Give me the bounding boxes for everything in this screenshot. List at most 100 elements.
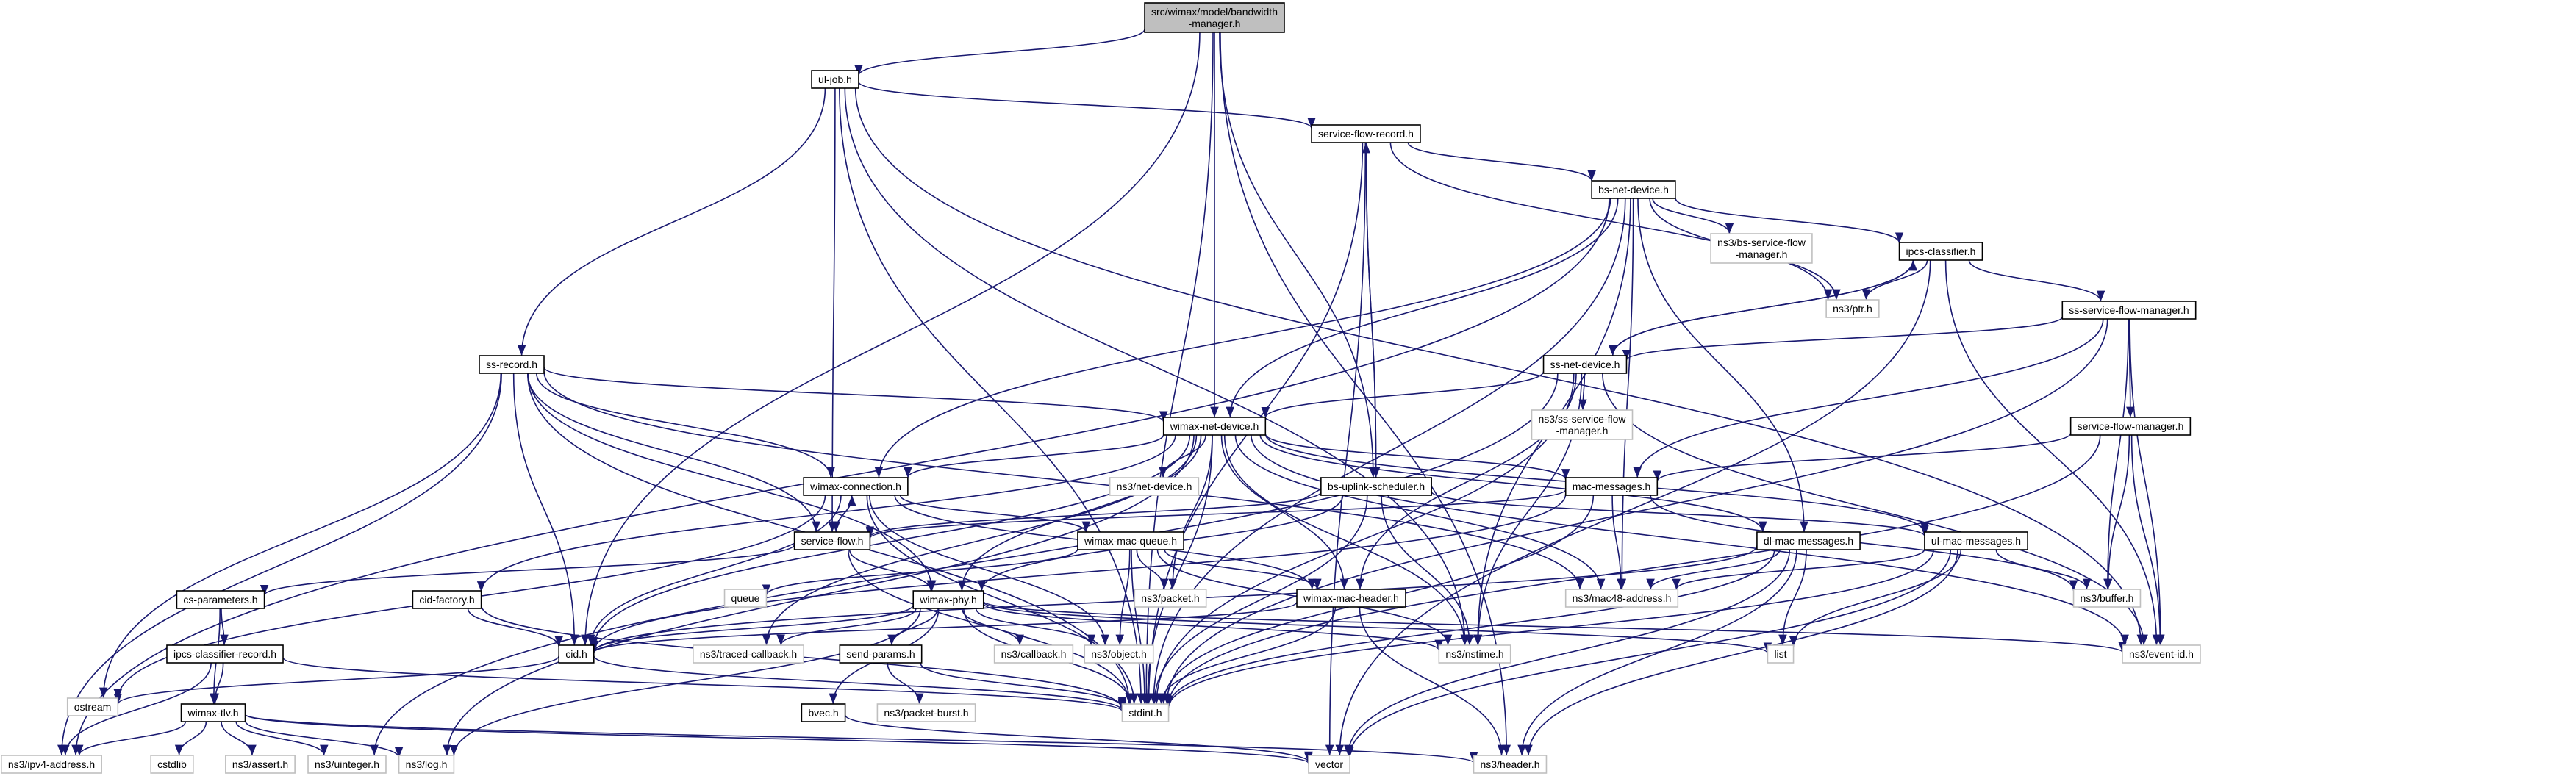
node-label: mac-messages.h bbox=[1573, 481, 1651, 492]
node-bsulsched[interactable]: bs-uplink-scheduler.h bbox=[1320, 477, 1432, 496]
node-ssrecord[interactable]: ss-record.h bbox=[479, 355, 545, 374]
node-label: ns3/header.h bbox=[1481, 758, 1540, 770]
node-box bbox=[811, 70, 859, 89]
node-root[interactable]: src/wimax/model/bandwidth-manager.h bbox=[1144, 2, 1285, 33]
node-label: wimax-net-device.h bbox=[1170, 420, 1259, 432]
node-wimaxtlv[interactable]: wimax-tlv.h bbox=[180, 703, 246, 722]
edge-ssrecord-to-serviceflow bbox=[527, 373, 820, 533]
edge-wimaxmacq-to-packet bbox=[1136, 549, 1169, 590]
node-box bbox=[1564, 589, 1679, 608]
node-label: queue bbox=[731, 592, 760, 604]
node-label: ns3/buffer.h bbox=[2081, 592, 2134, 604]
node-ssnetdev[interactable]: ss-net-device.h bbox=[1542, 355, 1628, 374]
node-ipcsclsrec[interactable]: ipcs-classifier-record.h bbox=[166, 644, 284, 664]
node-box bbox=[993, 644, 1074, 664]
node-sendparams[interactable]: send-params.h bbox=[839, 644, 923, 664]
edge-dlmac-to-header bbox=[1517, 549, 1797, 756]
node-label: vector bbox=[1315, 758, 1343, 770]
edge-ssnetdev-to-eventid bbox=[1602, 373, 2148, 646]
node-box bbox=[876, 703, 976, 722]
edge-wimaxconn-to-stdint bbox=[866, 495, 1139, 705]
edge-wimaxnetdev-to-traced bbox=[762, 434, 1198, 646]
edge-cid-to-ostream bbox=[113, 655, 560, 705]
node-box bbox=[1134, 589, 1207, 608]
node-wimaxmachdr[interactable]: wimax-mac-header.h bbox=[1296, 589, 1406, 608]
edge-root-to-uljob bbox=[854, 29, 1145, 76]
edge-wimaxmacq-to-wimaxmachdr bbox=[1164, 549, 1322, 590]
node-macmsg[interactable]: mac-messages.h bbox=[1564, 477, 1659, 496]
node-sfm[interactable]: service-flow-manager.h bbox=[2069, 417, 2192, 436]
node-box bbox=[693, 644, 804, 664]
node-box bbox=[1924, 531, 2028, 550]
node-box bbox=[1084, 644, 1154, 664]
node-sfrecord[interactable]: service-flow-record.h bbox=[1311, 124, 1421, 143]
node-label: ns3/ipv4-address.h bbox=[8, 758, 95, 770]
edge-wimaxnetdev-to-mac48 bbox=[1234, 434, 1606, 590]
node-box bbox=[912, 590, 984, 609]
node-label: cstdlib bbox=[157, 758, 187, 770]
node-label: ns3/event-id.h bbox=[2129, 648, 2194, 660]
node-assert: ns3/assert.h bbox=[225, 755, 296, 774]
node-csparams[interactable]: cs-parameters.h bbox=[176, 590, 265, 609]
node-label: ns3/log.h bbox=[406, 758, 448, 770]
edge-serviceflow-to-wimaxphy bbox=[848, 549, 936, 592]
node-label: cid-factory.h bbox=[419, 594, 474, 606]
node-label: dl-mac-messages.h bbox=[1764, 535, 1853, 547]
edge-wimaxtlv-to-assert bbox=[221, 721, 257, 756]
edge-sendparams-to-stdint bbox=[920, 662, 1127, 708]
node-cidfactory[interactable]: cid-factory.h bbox=[412, 590, 482, 609]
edge-serviceflow-to-stdint bbox=[848, 549, 1134, 705]
node-label: wimax-connection.h bbox=[809, 481, 901, 492]
node-label: wimax-mac-queue.h bbox=[1084, 535, 1177, 547]
node-label: ns3/ptr.h bbox=[1833, 303, 1872, 315]
node-bsnetdev[interactable]: bs-net-device.h bbox=[1591, 180, 1676, 199]
node-box bbox=[2061, 301, 2197, 320]
edge-macmsg-to-cid bbox=[590, 494, 1567, 652]
edge-sssfm-to-buffer bbox=[2103, 318, 2129, 590]
node-queue: queue bbox=[723, 589, 768, 608]
node-label: ostream bbox=[74, 701, 112, 713]
edge-ipcscls-to-vector bbox=[1335, 259, 1931, 756]
node-box bbox=[1438, 644, 1511, 664]
node-box bbox=[2072, 589, 2142, 608]
edge-sendparams-to-pktburst bbox=[887, 662, 924, 705]
node-box bbox=[803, 477, 909, 496]
node-label: send-params.h bbox=[846, 648, 915, 660]
edge-macmsg-to-buffer bbox=[1650, 495, 2078, 591]
node-wimaxnetdev[interactable]: wimax-net-device.h bbox=[1162, 417, 1267, 436]
node-ptr: ns3/ptr.h bbox=[1825, 299, 1880, 318]
node-nstime: ns3/nstime.h bbox=[1438, 644, 1511, 664]
node-label: service-flow.h bbox=[801, 535, 864, 547]
node-wimaxconn[interactable]: wimax-connection.h bbox=[803, 477, 909, 496]
edge-bsnetdev-to-dlmac bbox=[1637, 198, 1808, 533]
node-wimaxmacq[interactable]: wimax-mac-queue.h bbox=[1077, 531, 1184, 550]
node-mac48: ns3/mac48-address.h bbox=[1564, 589, 1679, 608]
node-label: ns3/packet.h bbox=[1141, 592, 1199, 604]
node-box bbox=[2069, 417, 2192, 436]
edge-wimaxnetdev-to-netdevice bbox=[1159, 434, 1206, 478]
edge-wimaxphy-to-nstime bbox=[982, 603, 1443, 651]
node-ipcscls[interactable]: ipcs-classifier.h bbox=[1898, 242, 1983, 261]
node-label: ns3/nstime.h bbox=[1445, 648, 1503, 660]
edge-dlmac-to-mac48 bbox=[1646, 549, 1781, 590]
edge-ssnetdev-to-ipcscls bbox=[1611, 259, 1917, 356]
edge-ulmac-to-mac48 bbox=[1672, 548, 1925, 590]
node-label: bvec.h bbox=[808, 707, 838, 719]
node-ulmac[interactable]: ul-mac-messages.h bbox=[1924, 531, 2028, 550]
node-bvec[interactable]: bvec.h bbox=[801, 703, 846, 722]
node-sssfm[interactable]: ss-service-flow-manager.h bbox=[2061, 301, 2197, 320]
node-dlmac[interactable]: dl-mac-messages.h bbox=[1756, 531, 1861, 550]
node-ostream: ostream bbox=[66, 697, 119, 716]
edge-bvec-to-vector bbox=[844, 714, 1313, 763]
edge-wimaxmachdr-to-cid bbox=[590, 601, 1298, 653]
node-uljob[interactable]: ul-job.h bbox=[811, 70, 859, 89]
node-cid[interactable]: cid.h bbox=[558, 644, 595, 664]
edge-macmsg-to-mac48 bbox=[1611, 495, 1625, 590]
edge-wimaxnetdev-to-packet bbox=[1168, 434, 1213, 590]
edge-bsulsched-to-ulmac bbox=[1431, 491, 1929, 537]
edge-root-to-bsulsched bbox=[1219, 32, 1378, 478]
node-wimaxphy[interactable]: wimax-phy.h bbox=[912, 590, 984, 609]
node-serviceflow[interactable]: service-flow.h bbox=[793, 531, 871, 550]
node-label: ss-net-device.h bbox=[1550, 359, 1620, 370]
node-label: ns3/object.h bbox=[1091, 648, 1147, 660]
